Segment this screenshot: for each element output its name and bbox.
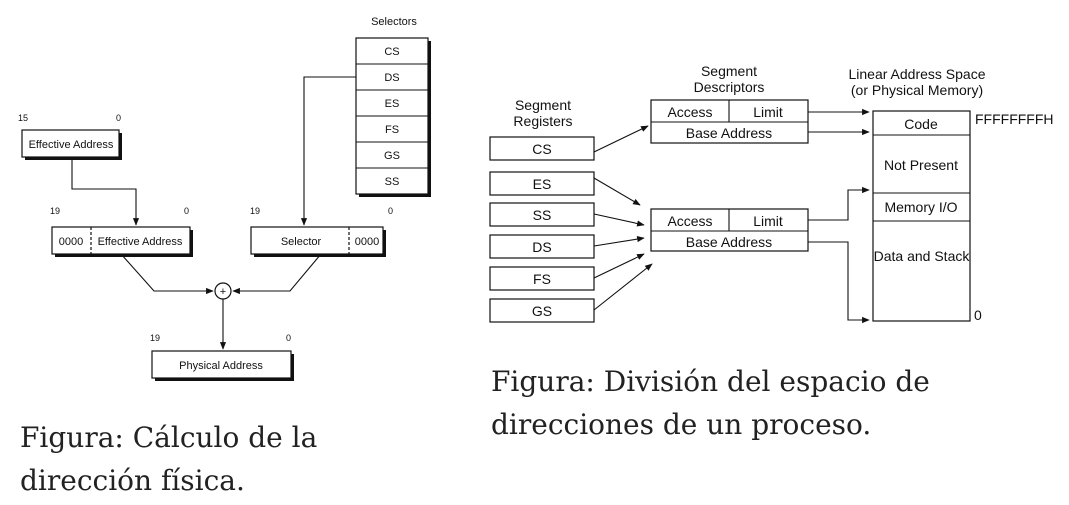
segment-descriptors-title-line1: Segment — [701, 63, 757, 79]
effective-address-box: Effective Address — [21, 129, 122, 160]
descriptor-2-base-arrow — [808, 241, 870, 324]
physical-address-label: Physical Address — [179, 360, 263, 372]
register-cs-box — [489, 136, 595, 161]
physical-bit-low: 0 — [286, 333, 291, 343]
register-cs: CS — [532, 141, 551, 157]
right-caption-line2: direcciones de un proceso. — [491, 408, 871, 441]
register-gs-box — [489, 298, 595, 323]
effective-address-label: Effective Address — [29, 139, 114, 151]
selectors-stack: CS DS ES FS GS SS — [355, 37, 431, 197]
selector-to-adder-arrow — [232, 253, 322, 295]
left-caption-line2: dirección física. — [20, 464, 245, 497]
bottom-address-label: 0 — [974, 307, 982, 323]
ss-to-descriptor-arrow — [593, 213, 645, 227]
descriptor-1-access: Access — [667, 104, 712, 120]
segment-descriptor-1: Access Limit Base Address — [650, 99, 809, 144]
selector-bit-high: 19 — [250, 206, 260, 216]
linear-space-title-line2: (or Physical Memory) — [851, 82, 983, 98]
ea-to-offset-arrow — [71, 157, 140, 226]
register-es: ES — [533, 176, 552, 192]
selector-gs: GS — [384, 150, 400, 162]
segment-descriptor-2: Access Limit Base Address — [650, 208, 809, 252]
right-caption-line1: Figura: División del espacio de — [491, 365, 930, 398]
linear-address-space: Code Not Present Memory I/O Data and Sta… — [872, 110, 1054, 323]
offset-bit-low: 0 — [184, 206, 189, 216]
region-memory-io: Memory I/O — [884, 199, 957, 215]
descriptor-1-limit: Limit — [753, 104, 783, 120]
segment-registers-title-line2: Registers — [513, 113, 572, 129]
shifted-selector-box: Selector 0000 — [250, 226, 386, 257]
register-es-box — [489, 171, 595, 196]
es-to-descriptor-arrow — [593, 177, 641, 206]
linear-space-title-line1: Linear Address Space — [849, 66, 986, 82]
offset-bit-high: 19 — [50, 206, 60, 216]
descriptor-2-access: Access — [667, 213, 712, 229]
selector-label: Selector — [281, 236, 322, 248]
descriptor-2-limit-arrow — [808, 186, 870, 221]
selector-ds: DS — [384, 72, 399, 84]
register-fs-box — [489, 266, 595, 291]
descriptor-2-limit: Limit — [753, 213, 783, 229]
register-ds-box — [489, 234, 595, 259]
physical-address-box: Physical Address — [151, 350, 294, 381]
shifted-offset-box: 0000 Effective Address — [51, 226, 193, 257]
register-gs: GS — [532, 303, 552, 319]
selector-bit-low: 0 — [388, 206, 393, 216]
region-code: Code — [904, 116, 938, 132]
ds-to-selector-arrow — [300, 76, 356, 226]
region-data-and-stack: Data and Stack — [873, 248, 970, 264]
left-caption-line1: Figura: Cálculo de la — [20, 421, 317, 454]
offset-to-adder-arrow — [120, 253, 214, 295]
register-ds: DS — [532, 239, 551, 255]
segment-descriptors-title-line2: Descriptors — [694, 79, 765, 95]
selectors-title: Selectors — [371, 16, 417, 28]
fs-to-descriptor-arrow — [593, 253, 645, 279]
address-calculation-diagram: Selectors CS DS ES FS GS SS 15 0 Effecti… — [18, 16, 431, 381]
cs-to-descriptor-arrow — [593, 125, 649, 153]
ea-bit-low: 0 — [116, 113, 121, 123]
descriptor-2-base: Base Address — [686, 234, 772, 250]
register-ss: SS — [533, 207, 552, 223]
selector-suffix-zeros: 0000 — [355, 236, 379, 248]
selector-fs: FS — [385, 124, 399, 136]
top-address-label: FFFFFFFFH — [975, 111, 1054, 127]
selector-es: ES — [385, 98, 400, 110]
ea-bit-high: 15 — [18, 113, 28, 123]
region-not-present: Not Present — [884, 157, 958, 173]
selector-cs: CS — [384, 46, 399, 58]
offset-prefix-zeros: 0000 — [59, 236, 83, 248]
offset-effective-address-label: Effective Address — [98, 236, 183, 248]
register-fs: FS — [533, 271, 551, 287]
ds-to-descriptor-arrow — [593, 236, 645, 247]
segmentation-diagram: Segment Registers Segment Descriptors Li… — [489, 63, 1054, 324]
segment-registers-title-line1: Segment — [515, 97, 571, 113]
adder-plus-symbol: + — [220, 286, 226, 298]
gs-to-descriptor-arrow — [593, 263, 653, 311]
selector-ss: SS — [385, 176, 400, 188]
descriptor-1-base: Base Address — [686, 125, 772, 141]
physical-bit-high: 19 — [150, 333, 160, 343]
